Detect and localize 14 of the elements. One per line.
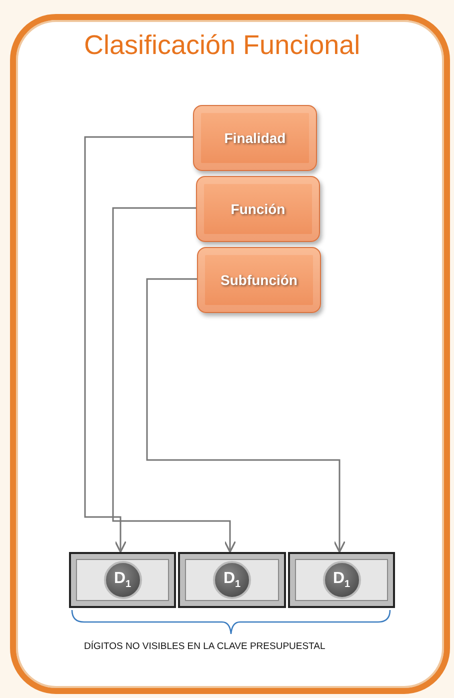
category-box: Función (196, 176, 320, 242)
note: DÍGITOS NO VISIBLES EN LA CLAVE PRESUPUESTAL (84, 641, 326, 652)
connector-arrow (146, 278, 346, 553)
title: Clasificación Funcional (84, 30, 360, 61)
digit-box (69, 552, 176, 608)
category-box: Finalidad (193, 105, 317, 171)
connector-arrow (112, 207, 236, 553)
digit-box (178, 552, 286, 608)
connector-arrow (84, 136, 193, 553)
digit-label: D$_{1}$ (104, 561, 142, 599)
digit-label: D$_{1}$ (213, 561, 251, 599)
digit-box (288, 552, 395, 608)
category-box: Subfunción (197, 247, 321, 313)
digit-label: D$_{1}$ (322, 561, 360, 599)
